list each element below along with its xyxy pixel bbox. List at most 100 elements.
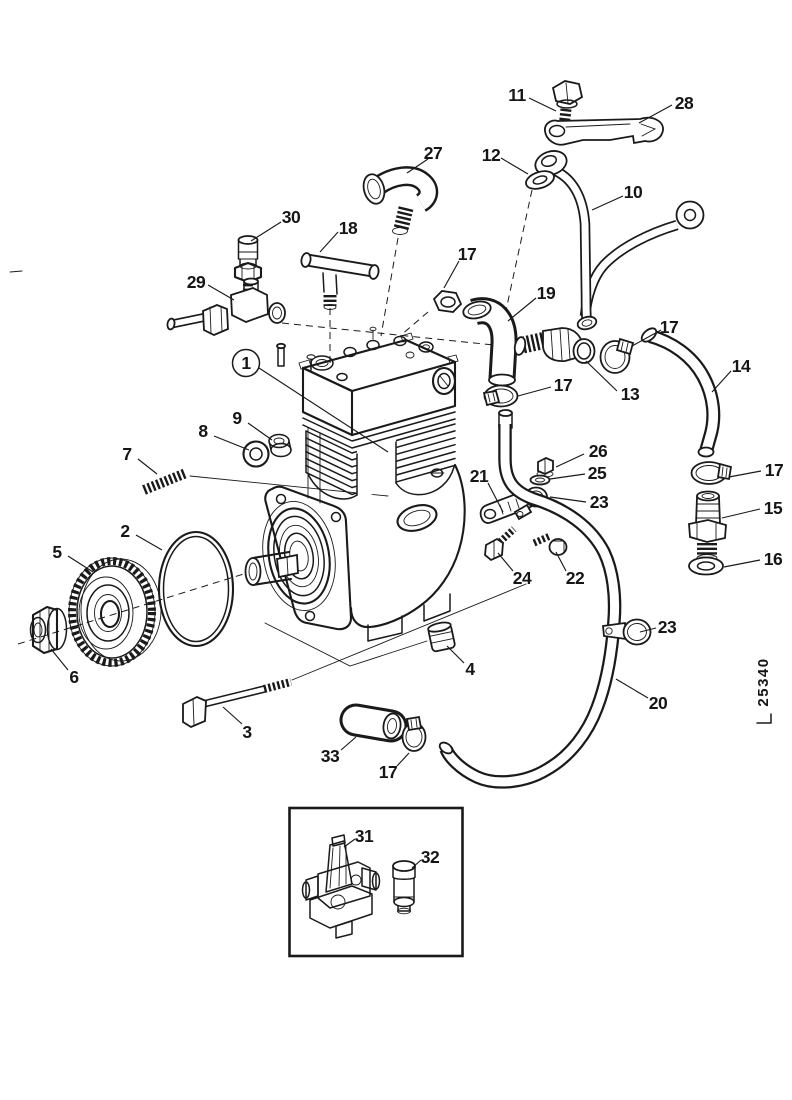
leader-7 bbox=[137, 458, 158, 475]
leader-17c bbox=[517, 386, 552, 397]
nut-26 bbox=[536, 457, 554, 478]
bolt-22 bbox=[532, 532, 568, 556]
leader-19 bbox=[507, 297, 537, 322]
leader-23a bbox=[549, 496, 587, 503]
hose-clamp-17b bbox=[599, 337, 635, 374]
washer-25 bbox=[529, 474, 551, 486]
gear-nut-6 bbox=[29, 605, 68, 655]
long-bolt-3 bbox=[182, 678, 293, 729]
hose-19 bbox=[462, 297, 518, 387]
leader-4 bbox=[446, 645, 465, 664]
leader-22 bbox=[555, 551, 567, 572]
callouts: 1 2 3 4 5 6 7 8 9 10 11 12 13 14 15 16 1… bbox=[52, 85, 783, 867]
leader-lines bbox=[50, 97, 762, 869]
callout-30: 30 bbox=[282, 207, 301, 227]
callout-6: 6 bbox=[69, 667, 79, 687]
leader-13 bbox=[585, 360, 618, 392]
drawing-number: 25340 bbox=[755, 657, 772, 706]
hose-clamp-17e bbox=[401, 715, 427, 752]
leader-29 bbox=[207, 284, 235, 301]
valve-fitting-30 bbox=[233, 235, 263, 295]
leader-1 bbox=[258, 367, 389, 453]
washer-8 bbox=[242, 440, 270, 468]
hex-nut-17a bbox=[432, 290, 463, 313]
leader-23b bbox=[639, 627, 657, 633]
hose-33 bbox=[339, 703, 408, 743]
callout-5: 5 bbox=[52, 542, 62, 562]
callout-16: 16 bbox=[764, 549, 783, 569]
leader-24 bbox=[497, 552, 514, 572]
washer-12 bbox=[525, 170, 555, 190]
callout-31: 31 bbox=[355, 826, 374, 846]
leader-17e bbox=[396, 752, 410, 767]
leader-12 bbox=[500, 157, 529, 175]
leader-26 bbox=[555, 453, 585, 468]
leader-9 bbox=[247, 422, 273, 441]
elbow-fitting-27 bbox=[362, 166, 439, 235]
hose-14 bbox=[640, 327, 721, 458]
compressor-body bbox=[244, 326, 466, 642]
callout-18: 18 bbox=[339, 218, 358, 238]
callout-17a: 17 bbox=[458, 244, 476, 264]
leader-10 bbox=[591, 195, 624, 211]
callout-22: 22 bbox=[566, 568, 585, 588]
leader-17b bbox=[631, 329, 662, 347]
callout-21: 21 bbox=[470, 466, 489, 486]
callout-29: 29 bbox=[187, 272, 206, 292]
washer-16 bbox=[688, 556, 724, 576]
spacer-9 bbox=[268, 433, 292, 458]
hose-clamp-17d bbox=[690, 461, 733, 485]
pipe-clamp-23b bbox=[602, 618, 652, 646]
unloader-valve-31 bbox=[301, 834, 381, 939]
callout-28: 28 bbox=[675, 93, 694, 113]
fitting-13 bbox=[513, 327, 596, 364]
delivery-pipe-10 bbox=[534, 150, 705, 331]
callout-17e: 17 bbox=[379, 762, 397, 782]
callout-27: 27 bbox=[424, 143, 442, 163]
callout-1: 1 bbox=[241, 353, 251, 373]
callout-11: 11 bbox=[508, 85, 526, 105]
callout-23a: 23 bbox=[590, 492, 609, 512]
callout-23b: 23 bbox=[658, 617, 677, 637]
callout-1-circle bbox=[231, 348, 261, 378]
callout-7: 7 bbox=[122, 444, 131, 464]
leader-11 bbox=[528, 97, 557, 112]
callout-15: 15 bbox=[764, 498, 783, 518]
leader-18 bbox=[319, 231, 339, 253]
leader-8 bbox=[213, 435, 250, 451]
hose-clamp-17c bbox=[482, 384, 519, 408]
leader-17a bbox=[443, 260, 460, 289]
plug-4 bbox=[427, 621, 456, 653]
stud-7 bbox=[142, 468, 188, 495]
callout-17d: 17 bbox=[765, 460, 783, 480]
tee-fitting-29 bbox=[166, 277, 286, 336]
callout-19: 19 bbox=[537, 283, 556, 303]
leader-31 bbox=[343, 838, 356, 848]
leader-20 bbox=[615, 678, 649, 699]
callout-13: 13 bbox=[621, 384, 640, 404]
leader-6 bbox=[50, 648, 69, 671]
leader-5 bbox=[67, 555, 94, 573]
callout-17b: 17 bbox=[660, 317, 678, 337]
leader-28 bbox=[638, 104, 673, 124]
valve-insert-32 bbox=[392, 860, 416, 915]
callout-3: 3 bbox=[242, 722, 252, 742]
leader-3 bbox=[222, 706, 243, 725]
callout-25: 25 bbox=[588, 463, 607, 483]
leader-25 bbox=[549, 473, 586, 480]
callout-20: 20 bbox=[649, 693, 668, 713]
inset-box bbox=[288, 806, 464, 958]
callout-32: 32 bbox=[421, 847, 440, 867]
bolt-24 bbox=[484, 526, 517, 562]
callout-33: 33 bbox=[321, 746, 340, 766]
callout-24: 24 bbox=[513, 568, 532, 588]
callout-26: 26 bbox=[589, 441, 608, 461]
callout-14: 14 bbox=[732, 356, 751, 376]
leader-21 bbox=[487, 482, 504, 513]
callout-12: 12 bbox=[482, 145, 501, 165]
leader-2 bbox=[135, 534, 163, 551]
leader-33 bbox=[340, 736, 357, 751]
callout-9: 9 bbox=[232, 408, 242, 428]
